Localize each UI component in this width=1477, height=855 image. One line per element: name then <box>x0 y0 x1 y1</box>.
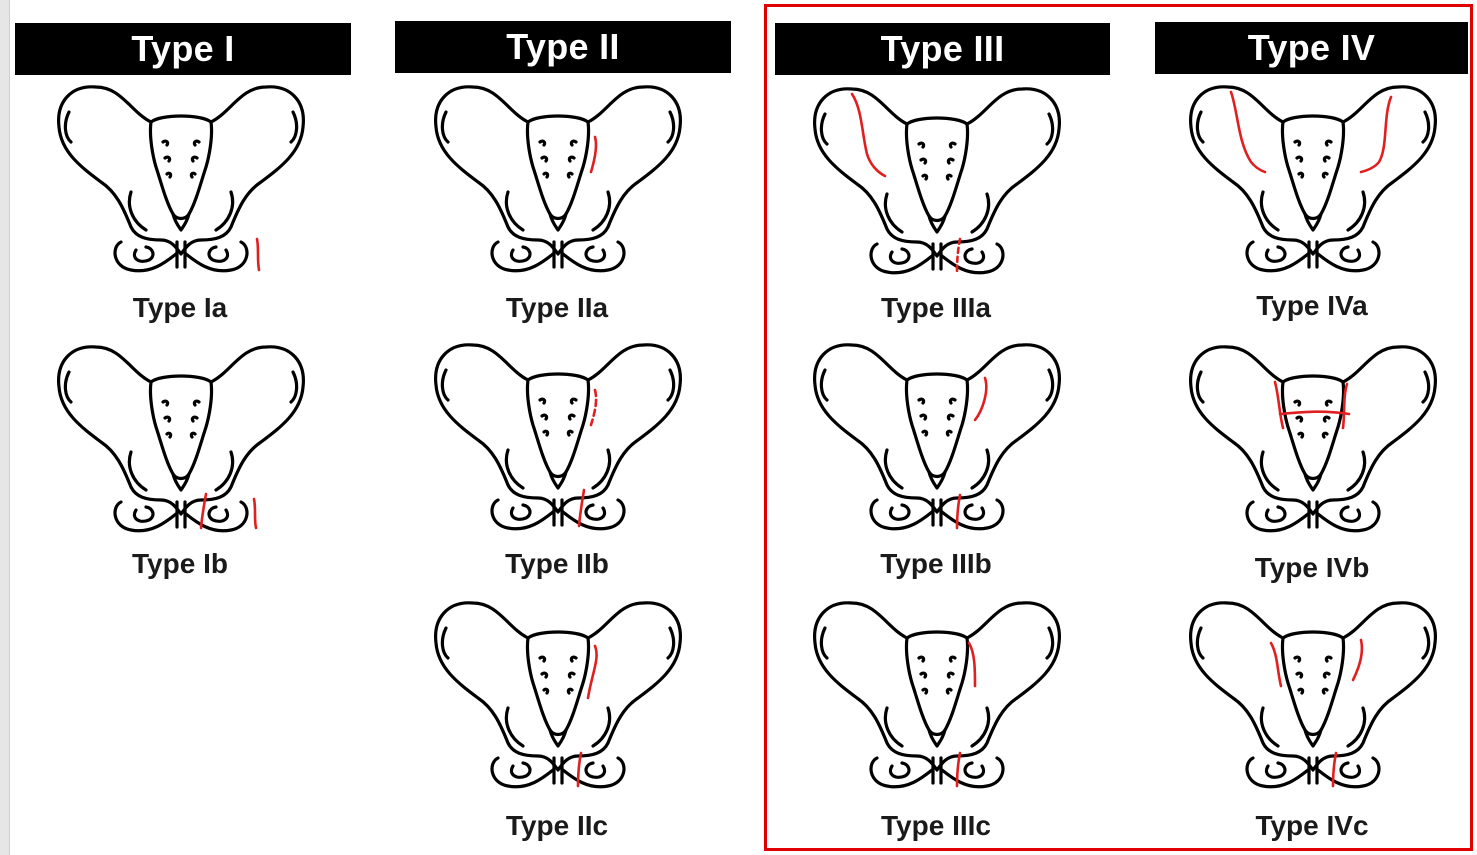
label-type-iic: Type IIc <box>427 810 687 842</box>
header-type-iv: Type IV <box>1155 22 1468 74</box>
pelvis-type-iva <box>1182 82 1444 282</box>
label-type-ia: Type Ia <box>50 292 310 324</box>
pelvis-type-ia <box>50 82 312 282</box>
pelvis-type-iia <box>427 82 689 282</box>
label-type-ib: Type Ib <box>50 548 310 580</box>
left-edge-panel <box>0 0 9 855</box>
label-type-iiic: Type IIIc <box>806 810 1066 842</box>
pelvis-type-ivb <box>1182 342 1444 542</box>
label-type-ivb: Type IVb <box>1182 552 1442 584</box>
pelvis-type-iiib <box>806 340 1068 540</box>
label-type-ivc: Type IVc <box>1182 810 1442 842</box>
header-type-i: Type I <box>15 23 351 75</box>
pelvis-type-ivc <box>1182 598 1444 798</box>
header-type-iii: Type III <box>775 23 1110 75</box>
label-type-iiib: Type IIIb <box>806 548 1066 580</box>
left-edge-divider <box>9 0 10 855</box>
pelvis-type-iiic <box>806 598 1068 798</box>
pelvis-type-iic <box>427 598 689 798</box>
label-type-iia: Type IIa <box>427 292 687 324</box>
label-type-iva: Type IVa <box>1182 290 1442 322</box>
pelvis-type-ib <box>50 342 312 542</box>
pelvis-type-iiia <box>806 84 1068 284</box>
pelvis-type-iib <box>427 340 689 540</box>
label-type-iiia: Type IIIa <box>806 292 1066 324</box>
header-type-ii: Type II <box>395 21 731 73</box>
label-type-iib: Type IIb <box>427 548 687 580</box>
